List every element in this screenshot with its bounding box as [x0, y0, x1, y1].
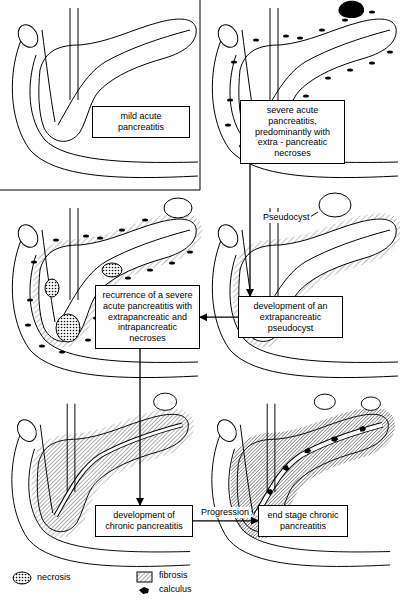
- vessels: [42, 208, 78, 322]
- panel-frame: [200, 0, 201, 190]
- label-text: mild acute pancreatitis: [98, 111, 184, 133]
- vessels: [40, 404, 75, 513]
- label-text: development of an extrapancreatic pseudo…: [244, 301, 337, 333]
- pseudocyst-panel: [212, 193, 398, 378]
- pseudocyst: [319, 193, 351, 217]
- progression-arrow: [200, 317, 238, 318]
- pancreas: [239, 219, 396, 341]
- calculus-swatch: [139, 587, 149, 594]
- stage-label-box: end stage chronic pancreatitis: [258, 505, 348, 537]
- vessels: [42, 8, 78, 122]
- panel-frame: [0, 190, 200, 191]
- severe-panel: [212, 1, 398, 178]
- stage-label-box: development of an extrapancreatic pseudo…: [238, 296, 343, 338]
- edge-label: Progression: [199, 507, 251, 518]
- necrosis-area: [102, 263, 122, 277]
- stage-label-box: severe acute pancreatitis, predominantly…: [240, 100, 345, 164]
- pancreas: [39, 19, 196, 141]
- callout-label: Pseudocyst: [262, 212, 311, 223]
- vessels: [240, 404, 275, 513]
- leader-line: [310, 212, 318, 217]
- fibrosis-swatch: [137, 572, 152, 582]
- stage-label-box: development of chronic pancreatitis: [95, 505, 193, 537]
- label-text: severe acute pancreatitis, predominantly…: [246, 105, 339, 159]
- fibrosis-halo: [239, 219, 396, 341]
- legend-text: necrosis: [36, 572, 72, 583]
- necrosis-area: [45, 279, 59, 297]
- necrosis-blob: [338, 1, 364, 18]
- label-text: development of chronic pancreatitis: [101, 510, 187, 532]
- pseudocyst: [164, 198, 192, 218]
- pseudocyst: [314, 394, 335, 409]
- calculi: [258, 426, 366, 512]
- legend-text: calculus: [158, 584, 193, 595]
- end-stage-panel: [212, 394, 390, 566]
- label-text: end stage chronic pancreatitis: [264, 510, 342, 532]
- pseudocyst: [361, 397, 380, 410]
- mild-panel: [12, 8, 198, 178]
- progression-arrow: [139, 349, 140, 505]
- legend-text: fibrosis: [158, 570, 189, 581]
- progression-arrow: [249, 164, 250, 296]
- label-text: recurrence of a severe acute pancreatiti…: [101, 290, 194, 344]
- pseudocyst: [154, 393, 177, 410]
- chronic-panel: [12, 393, 190, 566]
- necrosis-swatch: [13, 572, 31, 584]
- necrosis-area: [56, 314, 80, 342]
- stage-label-box: mild acute pancreatitis: [92, 106, 190, 138]
- stage-label-box: recurrence of a severe acute pancreatiti…: [95, 285, 200, 349]
- progression-arrow: [193, 520, 258, 521]
